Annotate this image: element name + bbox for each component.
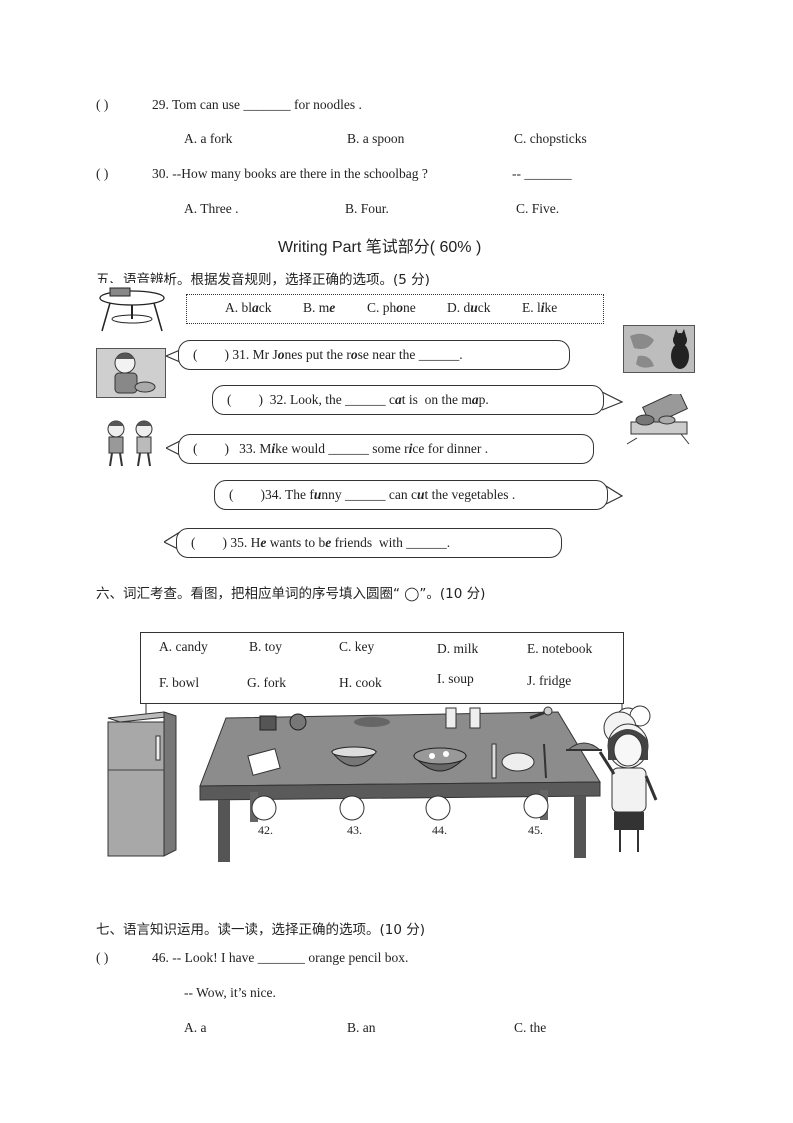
- q30-option-a: A. Three .: [184, 201, 239, 216]
- q29-stem: 29. Tom can use _______ for noodles .: [152, 97, 362, 112]
- q30-option-b: B. Four.: [345, 201, 389, 216]
- knife-vegetables-picture: [623, 394, 695, 446]
- section-7-heading: 七、语言知识运用。读一读，选择正确的选项。(10 分): [96, 922, 426, 938]
- two-kids-picture: [96, 417, 166, 467]
- label-43: 43.: [347, 823, 362, 837]
- q35-paren: ( ): [191, 535, 227, 550]
- label-44: 44.: [432, 823, 447, 837]
- word-toy: B. toy: [249, 639, 283, 654]
- word-candy: A. candy: [159, 639, 208, 654]
- q46-paren: ( ): [96, 950, 109, 965]
- table-picture: [96, 283, 168, 332]
- q29-option-b: B. a spoon: [347, 131, 405, 146]
- section-5-heading: 五、语音辨析。根据发音规则，选择正确的选项。(5 分): [96, 272, 430, 288]
- label-42: 42.: [258, 823, 273, 837]
- q30-option-c: C. Five.: [516, 201, 560, 216]
- label-45: 45.: [528, 823, 543, 837]
- word-bowl: F. bowl: [159, 675, 200, 690]
- q46-option-a: A. a: [184, 1020, 207, 1035]
- q30-tail: -- _______: [512, 166, 572, 181]
- q31-paren: ( ): [193, 347, 229, 362]
- phonics-options-box: A. black B. me C. phone D. duck E. like: [186, 294, 604, 324]
- word-fridge: J. fridge: [527, 673, 572, 688]
- word-notebook: E. notebook: [527, 641, 593, 656]
- phonics-option-e: E. like: [522, 300, 558, 315]
- q46-stem: 46. -- Look! I have _______ orange penci…: [152, 950, 409, 965]
- q29-option-c: C. chopsticks: [514, 131, 587, 146]
- q33-paren: ( ): [193, 441, 229, 456]
- q34-bubble-tail: [605, 485, 624, 505]
- q32-paren: ( ): [227, 392, 263, 407]
- phonics-option-b: B. me: [303, 300, 336, 315]
- cat-on-map-picture: [623, 325, 695, 373]
- word-milk: D. milk: [437, 641, 479, 656]
- q29-option-a: A. a fork: [184, 131, 233, 146]
- q31-bubble-tail: [166, 349, 181, 363]
- phonics-option-a: A. black: [225, 300, 272, 315]
- writing-part-title: Writing Part 笔试部分( 60% ): [278, 239, 482, 256]
- word-fork: G. fork: [247, 675, 286, 690]
- q32-bubble-tail: [601, 391, 624, 411]
- kitchen-scene: [107, 704, 658, 862]
- vocabulary-word-box: A. candy B. toy C. key D. milk E. notebo…: [140, 632, 624, 704]
- word-key: C. key: [339, 639, 375, 654]
- q29-paren: ( ): [96, 97, 109, 112]
- q46-reply: -- Wow, it’s nice.: [184, 985, 276, 1000]
- section-6-heading: 六、词汇考查。看图，把相应单词的序号填入圆圈“ ◯”。(10 分): [96, 586, 486, 602]
- q46-option-b: B. an: [347, 1020, 376, 1035]
- phonics-option-d: D. duck: [447, 300, 491, 315]
- q34-paren: ( ): [229, 487, 265, 502]
- word-cook: H. cook: [339, 675, 382, 690]
- q46-option-c: C. the: [514, 1020, 547, 1035]
- word-soup: I. soup: [437, 671, 474, 686]
- q30-stem: 30. --How many books are there in the sc…: [152, 166, 428, 181]
- phonics-option-c: C. phone: [367, 300, 416, 315]
- q30-paren: ( ): [96, 166, 109, 181]
- boy-picture: [96, 348, 166, 398]
